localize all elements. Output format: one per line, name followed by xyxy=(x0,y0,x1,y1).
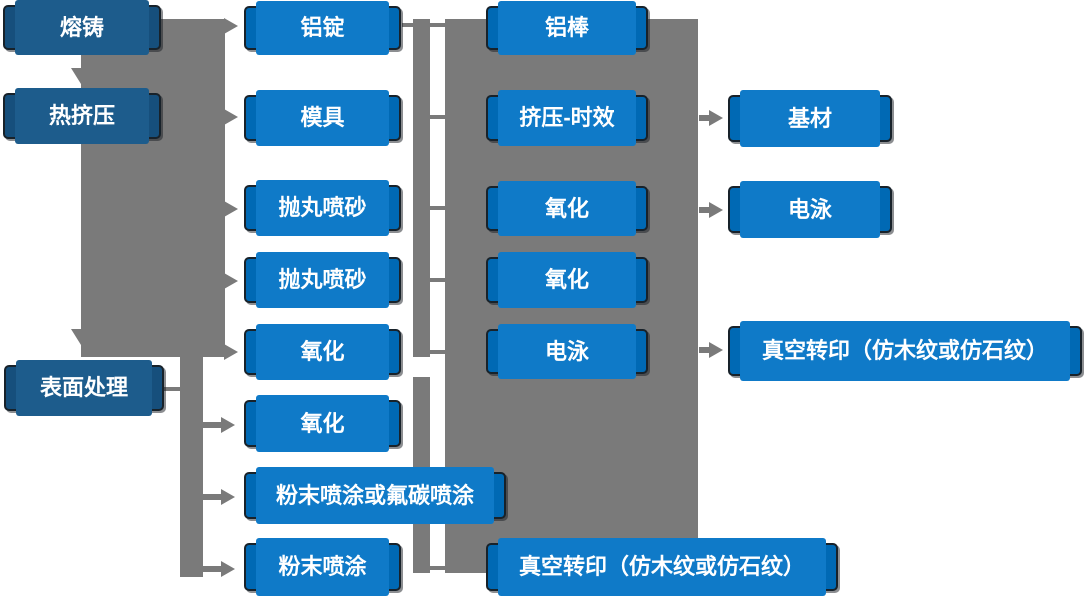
connector-surface-treatment-to-bar xyxy=(164,387,180,391)
node-hot-extrusion: 热挤压 xyxy=(3,88,161,144)
arrow-right-icon xyxy=(221,417,235,433)
arrow-right-icon xyxy=(224,18,238,34)
node-melt-cast: 熔铸 xyxy=(3,0,161,55)
node-electrophoresis-1: 电泳 xyxy=(486,324,648,379)
node-oxidation-1: 氧化 xyxy=(244,324,401,380)
stub-to-electrophoresis xyxy=(699,207,710,213)
arrow-right-icon xyxy=(224,344,238,360)
stub-to-base-material xyxy=(699,115,710,121)
node-vacuum-transfer-2: 真空转印（仿木纹或仿石纹） xyxy=(486,538,838,596)
arrow-right-icon xyxy=(224,109,238,125)
node-surface-treatment: 表面处理 xyxy=(4,360,164,416)
stub-to-powder-coating xyxy=(203,566,222,572)
connector-middle-bar-to-trunk-bottom xyxy=(430,566,445,570)
connector-middle-bar-to-trunk-row1 xyxy=(430,23,445,27)
arrow-right-icon xyxy=(221,561,235,577)
node-vacuum-transfer-1: 真空转印（仿木纹或仿石纹） xyxy=(728,321,1082,381)
arrow-right-icon xyxy=(221,489,235,505)
node-oxidation-2: 氧化 xyxy=(244,395,401,452)
node-aluminum-ingot: 铝锭 xyxy=(244,1,401,55)
stub-to-oxidation-2 xyxy=(203,422,222,428)
node-mold: 模具 xyxy=(244,90,401,146)
node-base-material: 基材 xyxy=(728,90,892,147)
connector-middle-bar-to-trunk-row5 xyxy=(430,350,445,354)
arrow-down-icon xyxy=(71,68,91,84)
connector-ingot-to-middle-bar xyxy=(402,23,413,27)
node-oxidation-3: 氧化 xyxy=(486,181,648,236)
arrow-right-icon xyxy=(709,110,723,126)
stub-to-powder-fluorocarbon xyxy=(203,494,222,500)
connector-middle-bar-to-trunk-row3 xyxy=(430,206,445,210)
connector-middle-bar-to-trunk-row2 xyxy=(430,115,445,119)
arrow-right-icon xyxy=(224,201,238,217)
node-powder-coating: 粉末喷涂 xyxy=(244,538,401,596)
middle-branch-bar-upper xyxy=(413,19,430,357)
node-shot-blasting-2: 抛丸喷砂 xyxy=(244,252,401,308)
node-shot-blasting-1: 抛丸喷砂 xyxy=(244,180,401,236)
stub-to-vacuum-transfer xyxy=(699,347,710,353)
left-trunk-connector xyxy=(81,19,225,357)
node-oxidation-4: 氧化 xyxy=(486,252,648,308)
node-aluminum-rod: 铝棒 xyxy=(486,1,648,55)
connector-middle-bar-to-trunk-row4 xyxy=(430,278,445,282)
node-extrusion-aging: 挤压-时效 xyxy=(486,90,648,146)
arrow-right-icon xyxy=(709,202,723,218)
arrow-right-icon xyxy=(709,342,723,358)
arrow-down-icon xyxy=(71,329,91,345)
arrow-right-icon xyxy=(224,273,238,289)
node-electrophoresis-2: 电泳 xyxy=(728,181,892,238)
node-powder-or-fluorocarbon-coating: 粉末喷涂或氟碳喷涂 xyxy=(244,467,506,524)
surface-treatment-branch-bar xyxy=(180,353,203,577)
